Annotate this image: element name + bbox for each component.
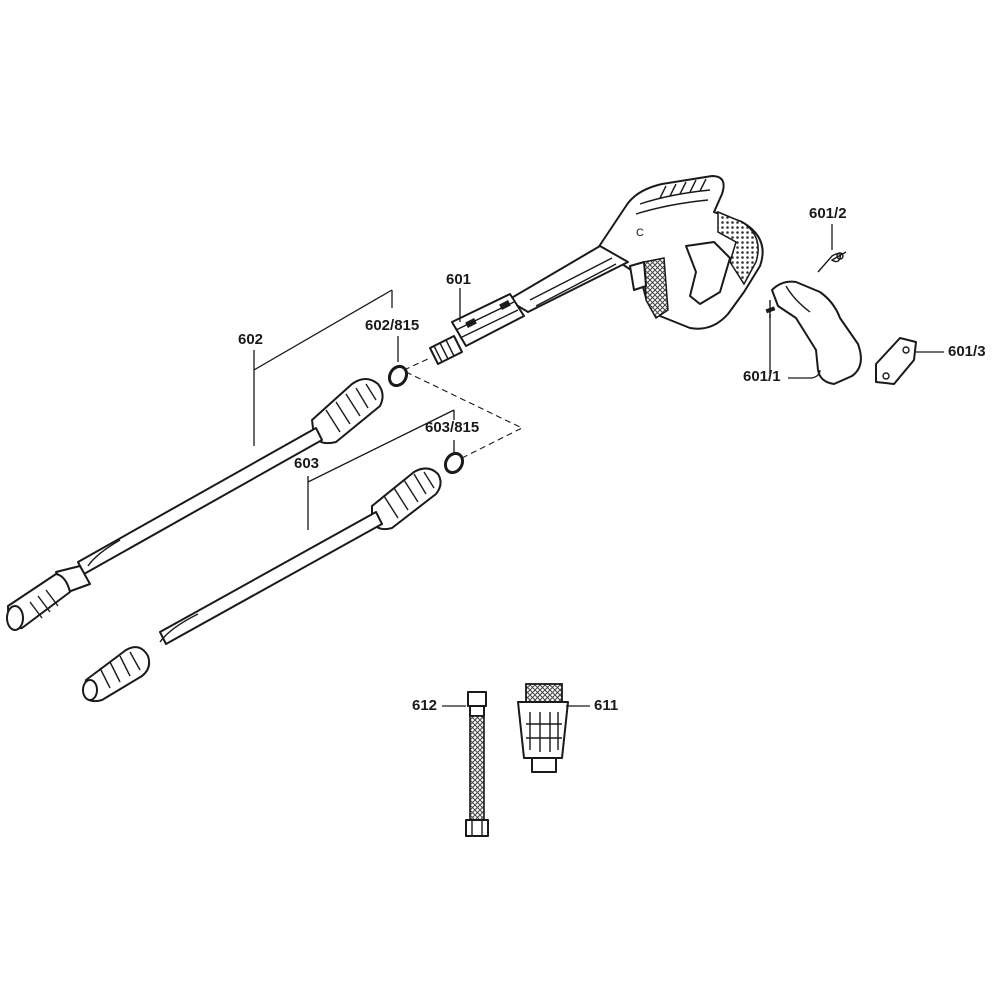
label-602-815: 602/815	[365, 317, 420, 334]
filter-611	[517, 683, 569, 773]
grip-ribs	[659, 178, 707, 199]
hose-612	[465, 691, 489, 837]
label-601-2: 601/2	[809, 205, 847, 222]
spray-gun-601: C	[429, 175, 764, 365]
assembly-guides	[403, 357, 523, 459]
spring-601-2	[817, 251, 847, 273]
clip-601-3	[875, 337, 917, 385]
label-601-1: 601/1	[743, 368, 781, 385]
o-ring-603-815	[443, 451, 465, 475]
label-612: 612	[412, 697, 438, 714]
trigger-601-1	[765, 280, 862, 385]
label-603: 603	[294, 455, 320, 472]
lance-602	[6, 378, 384, 631]
label-601: 601	[446, 271, 472, 288]
lance-603	[82, 467, 442, 703]
label-603-815: 603/815	[425, 419, 480, 436]
o-ring-602-815	[387, 364, 409, 388]
label-602: 602	[238, 331, 264, 348]
svg-text:C: C	[636, 227, 644, 239]
label-611: 611	[594, 697, 619, 714]
leader-lines	[253, 224, 944, 707]
label-601-3: 601/3	[948, 343, 986, 360]
